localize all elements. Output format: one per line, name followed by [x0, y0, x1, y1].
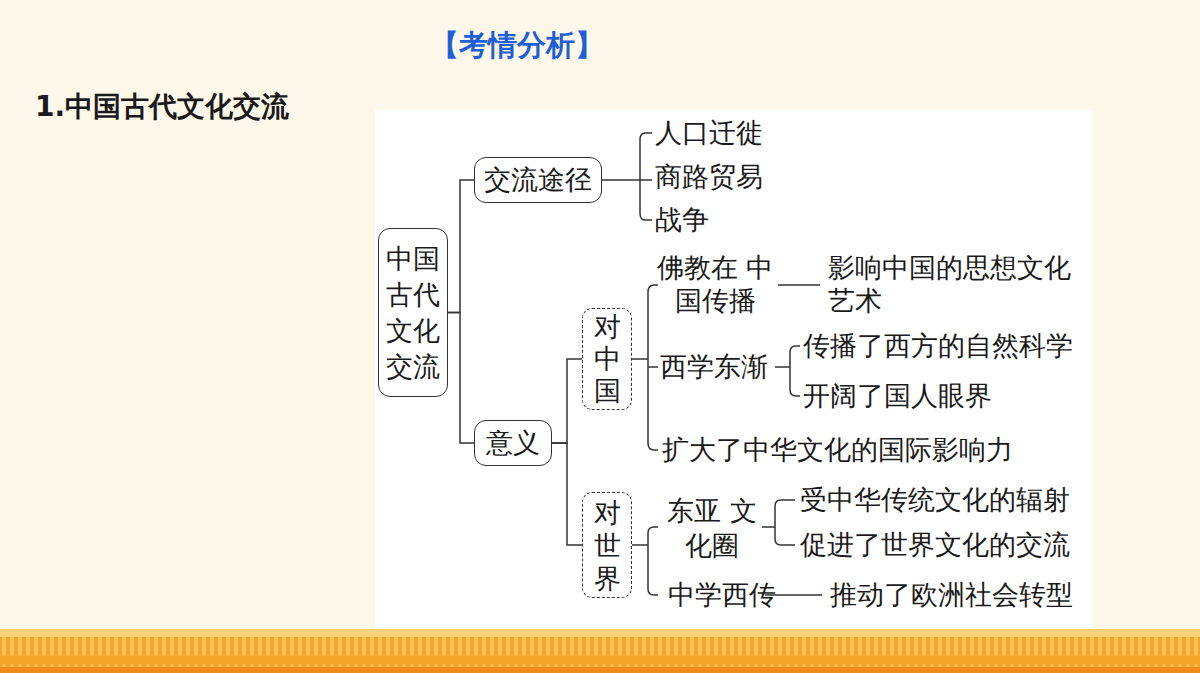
leaf-text: 商路贸易	[655, 160, 763, 194]
node-text: 中国 古代 文化 交流	[379, 241, 447, 385]
leaf-text: 扩大了中华文化的国际影响力	[662, 433, 1013, 467]
branch-box: 交流途径	[474, 157, 602, 203]
leaf-text: 人口迁徙	[655, 116, 763, 150]
bracket	[775, 500, 795, 545]
leader-line	[778, 284, 820, 286]
leaf-text: 佛教在 中国传播	[652, 251, 778, 317]
connector	[552, 443, 582, 545]
bracket	[648, 285, 658, 450]
panel	[375, 110, 1092, 628]
leaf-text: 促进了世界文化的交流	[800, 528, 1070, 562]
root-box: 中国 古代 文化 交流	[378, 228, 448, 397]
dashed-box: 对 世 界	[582, 492, 632, 598]
node-text: 交流途径	[484, 163, 592, 197]
bracket	[790, 346, 800, 396]
bracket-line	[762, 526, 775, 528]
band-bottom	[0, 667, 1200, 673]
leaf-text: 影响中国的思想文化 艺术	[828, 251, 1078, 317]
bracket-line	[775, 366, 790, 368]
bracket-line	[648, 366, 658, 368]
leaf-text: 传播了西方的自然科学	[803, 329, 1073, 363]
connector	[448, 180, 474, 313]
section-heading: 1.中国古代文化交流	[35, 90, 289, 124]
leaf-text: 开阔了国人眼界	[803, 379, 992, 413]
node-text: 意义	[486, 426, 540, 460]
leaf-text: 西学东渐	[660, 350, 768, 384]
node-text: 对 中 国	[583, 311, 631, 407]
bracket-line	[632, 544, 648, 546]
branch-box: 意义	[474, 420, 552, 466]
bracket-line	[632, 358, 648, 360]
leaf-text: 中学西传	[668, 578, 776, 612]
decor-band	[0, 637, 1200, 667]
leaf-text: 推动了欧洲社会转型	[830, 578, 1073, 612]
page-title: 【考情分析】	[430, 26, 604, 64]
brackets	[602, 133, 822, 595]
node-text: 对 世 界	[583, 496, 631, 595]
band-top	[0, 629, 1200, 637]
bracket-line	[630, 179, 652, 181]
dashed-box: 对 中 国	[582, 308, 632, 410]
leaf-text: 战争	[655, 203, 709, 237]
leaf-text: 受中华传统文化的辐射	[800, 483, 1070, 517]
leaf-text: 东亚 文化圈	[664, 493, 760, 563]
bracket	[648, 527, 658, 595]
bracket-line	[602, 179, 630, 181]
connector	[448, 313, 474, 444]
connector	[552, 359, 582, 443]
bracket	[640, 133, 652, 220]
